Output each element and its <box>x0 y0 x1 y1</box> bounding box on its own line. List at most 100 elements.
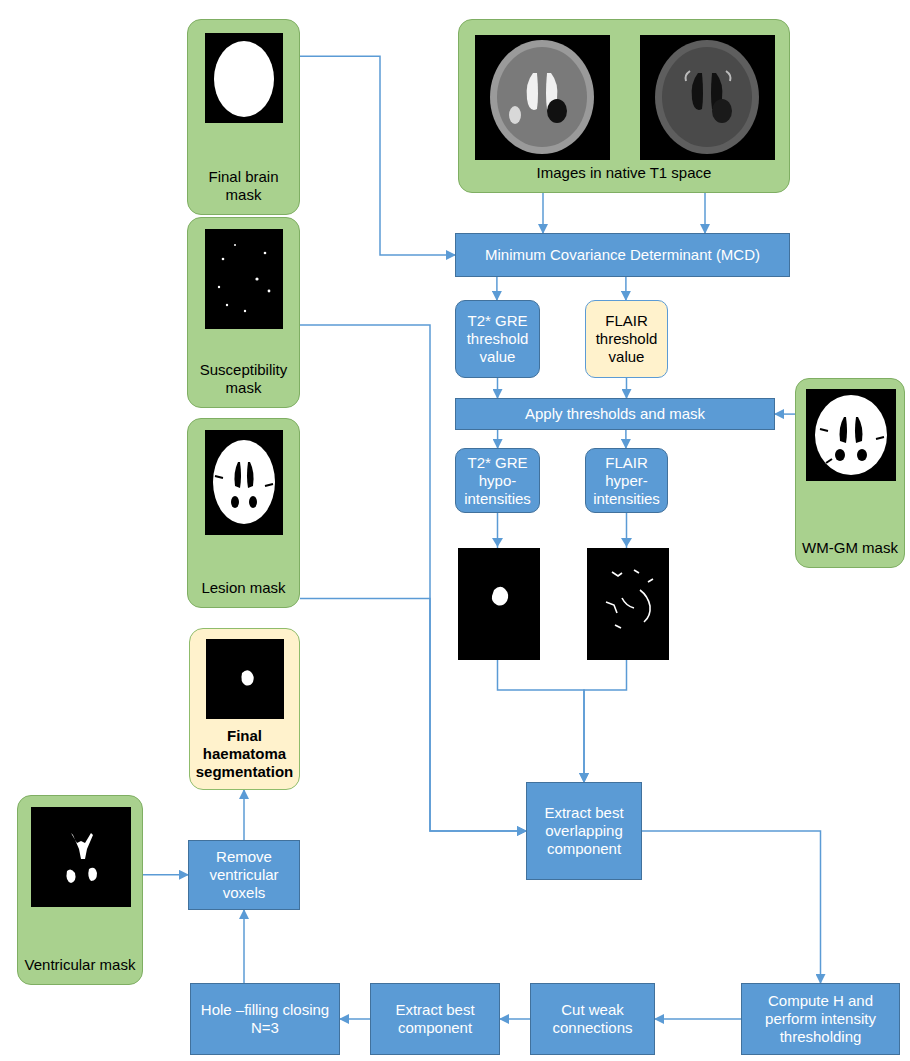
illustration-part <box>806 389 896 481</box>
mask-box: Lesion mask <box>187 418 300 608</box>
connector <box>626 378 628 398</box>
brain-mask-image <box>205 33 283 123</box>
illustration-part <box>475 35 610 160</box>
susceptibility-image <box>205 229 283 329</box>
node-label: WM-GM mask <box>802 539 898 557</box>
process-box: Compute H and perform intensity threshol… <box>741 983 900 1055</box>
node-label: Cut weak connections <box>536 1001 649 1037</box>
illustration-part <box>840 417 848 443</box>
illustration-part <box>264 252 267 255</box>
node-label: Extract best overlapping component <box>532 804 636 858</box>
process-box: Cut weak connections <box>530 983 655 1055</box>
mask-box: Final brain mask <box>187 19 300 215</box>
illustration-part <box>205 33 283 123</box>
connector <box>775 413 795 415</box>
connector <box>300 56 455 255</box>
node-label: Compute H and perform intensity threshol… <box>747 992 894 1046</box>
illustration-part <box>490 40 594 154</box>
connector <box>496 277 498 300</box>
process-box: FLAIR threshold value <box>585 300 668 378</box>
mask-box: Images in native T1 space <box>458 19 790 193</box>
process-box: Extract best component <box>370 983 500 1055</box>
illustration-part <box>67 869 76 883</box>
node-label: Ventricular mask <box>25 956 136 974</box>
illustration-part <box>268 290 271 293</box>
illustration-part <box>857 449 867 461</box>
node-label: FLAIR threshold value <box>591 312 662 366</box>
node-label: Final brain mask <box>193 168 294 204</box>
process-box: FLAIR hyper-intensities <box>585 448 668 513</box>
illustration-part <box>226 304 228 306</box>
illustration-part <box>244 310 246 312</box>
node-label: Extract best component <box>376 1001 494 1037</box>
illustration-part <box>692 73 703 110</box>
haematoma-image <box>206 639 284 719</box>
connector <box>497 378 499 398</box>
hyper-image <box>587 548 669 660</box>
node-label: T2* GRE hypo-intensities <box>461 454 534 508</box>
hyper-spots <box>606 570 653 628</box>
mask-box: Ventricular mask <box>17 795 143 985</box>
process-box: Final haematoma segmentation <box>189 628 300 790</box>
node-label: Images in native T1 space <box>537 164 712 182</box>
illustration-part <box>234 244 236 246</box>
process-box: Remove ventricular voxels <box>188 840 300 910</box>
connector <box>340 1018 370 1020</box>
illustration-part <box>634 570 639 573</box>
illustration-part <box>612 572 622 576</box>
process-box: Apply thresholds and mask <box>455 398 775 430</box>
illustration-part <box>662 47 752 147</box>
illustration-part <box>215 476 273 486</box>
illustration-part <box>71 833 93 859</box>
illustration-part <box>218 244 271 312</box>
node-label: Remove ventricular voxels <box>194 848 294 902</box>
illustration-part <box>205 229 283 329</box>
illustration-part <box>88 868 97 881</box>
illustration-part <box>835 449 845 461</box>
connector <box>500 1018 530 1020</box>
node-label: Lesion mask <box>201 579 285 597</box>
illustration-part <box>222 258 225 261</box>
illustration-part <box>497 47 587 147</box>
node-label: Final haematoma segmentation <box>195 727 294 781</box>
illustration-part <box>527 73 538 110</box>
illustration-part <box>213 440 275 524</box>
hypo-image <box>458 548 540 660</box>
process-box: T2* GRE hypo-intensities <box>455 448 540 513</box>
arrowhead <box>621 538 632 547</box>
process-box: Hole –filling closing N=3 <box>190 983 340 1055</box>
illustration-part <box>726 71 731 81</box>
illustration-part <box>247 462 254 488</box>
illustration-part <box>622 598 634 608</box>
illustration-part <box>218 286 220 288</box>
ventricular-image <box>31 807 131 907</box>
illustration-part <box>205 430 283 535</box>
illustration-part <box>509 106 521 124</box>
connector <box>642 831 821 983</box>
node-label: FLAIR hyper-intensities <box>591 454 662 508</box>
illustration-part <box>640 35 775 160</box>
node-label: T2* GRE threshold value <box>461 312 534 366</box>
connector <box>542 193 544 233</box>
illustration-part <box>615 625 621 628</box>
illustration-part <box>712 99 732 123</box>
connector <box>143 874 188 876</box>
connector <box>704 193 706 233</box>
lesion-mask-image <box>205 430 283 535</box>
illustration-part <box>214 41 274 117</box>
illustration-part <box>231 496 239 508</box>
process-box: T2* GRE threshold value <box>455 300 540 378</box>
illustration-part <box>547 99 567 123</box>
illustration-part <box>234 462 241 488</box>
process-box: Minimum Covariance Determinant (MCD) <box>455 233 790 277</box>
illustration-part <box>815 395 887 475</box>
process-box: Extract best overlapping component <box>526 782 642 880</box>
connector <box>625 430 627 448</box>
illustration-part <box>855 417 863 443</box>
arrowhead <box>492 538 503 547</box>
node-label: Hole –filling closing N=3 <box>196 1001 334 1037</box>
mask-box: WM-GM mask <box>795 378 905 568</box>
t2-gre-image <box>475 35 610 160</box>
